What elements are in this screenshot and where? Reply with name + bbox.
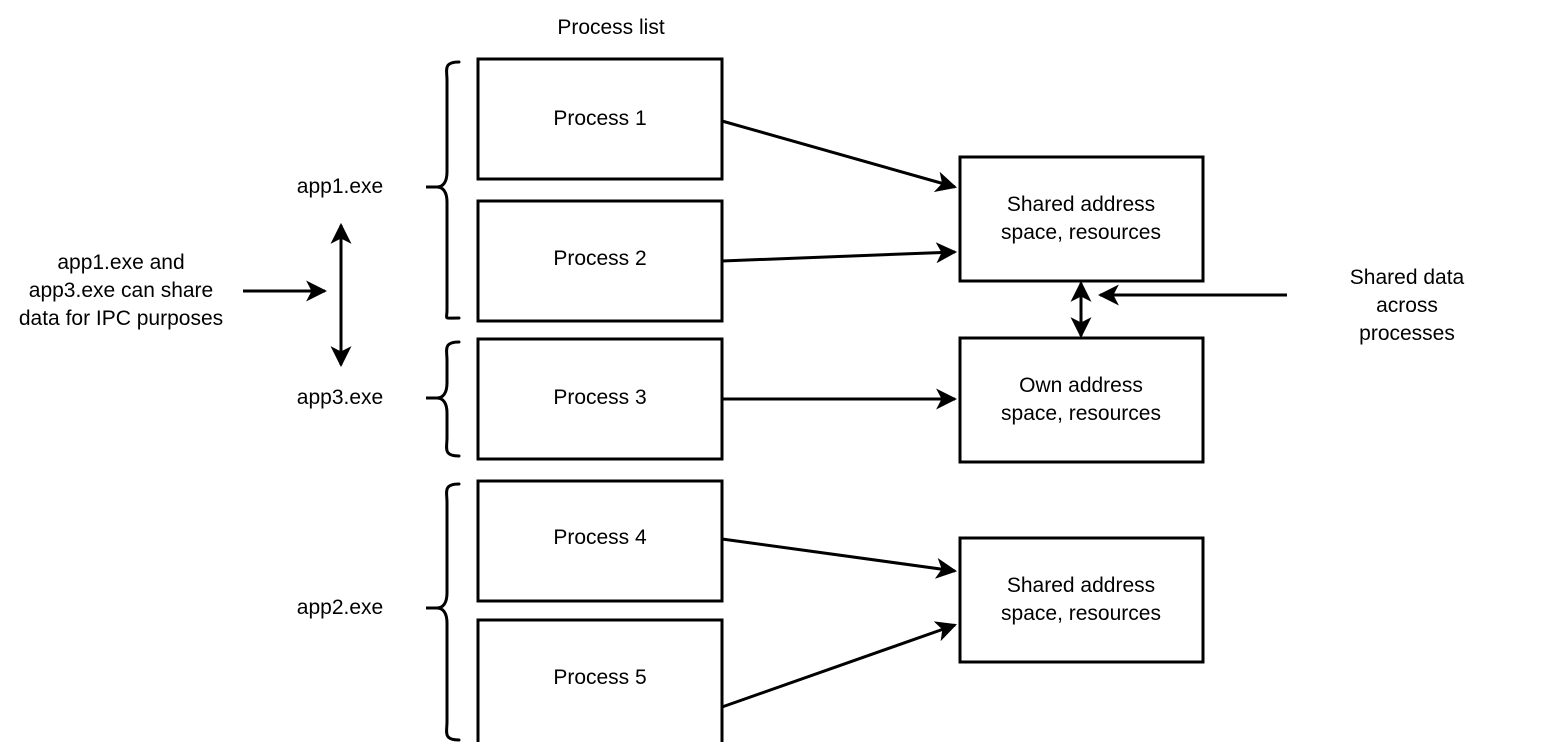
process-box-2 [476,199,724,323]
arrow-process5-to-shared-bottom [721,621,957,709]
memory-box-own [958,336,1205,464]
process-box-5 [476,618,724,742]
process-box-1 [476,57,724,181]
brace-app3 [436,340,461,458]
arrow-process1-to-shared-top [721,119,958,192]
arrow-process2-to-shared-top [721,242,958,264]
brace-app2 [436,482,461,742]
process-box-3 [476,337,724,461]
process-box-4 [476,479,724,603]
memory-box-shared-bottom [958,536,1205,664]
arrow-process4-to-shared-bottom [721,537,958,579]
brace-app1 [436,60,461,320]
memory-box-shared-top [958,155,1205,283]
